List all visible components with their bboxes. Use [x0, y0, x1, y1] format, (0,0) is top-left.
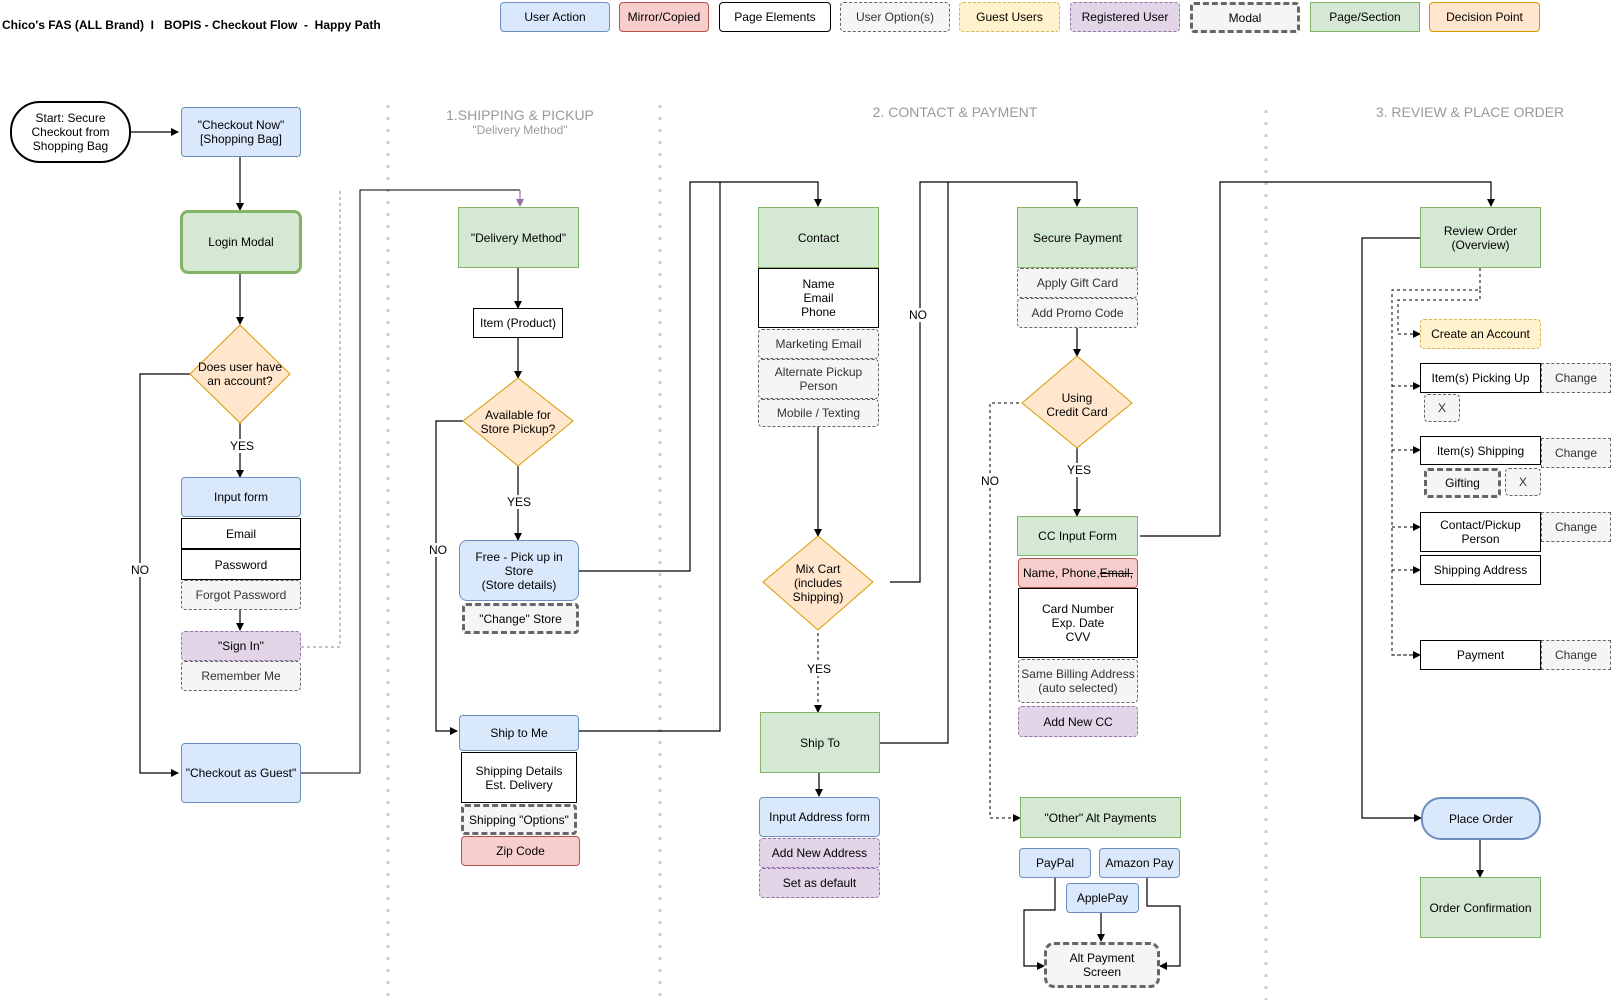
section-header-shipping: 1.SHIPPING & PICKUP — [446, 107, 594, 123]
checkout-now-node: "Checkout Now" [Shopping Bag] — [181, 107, 301, 157]
decision-available-pickup-label: Available for Store Pickup? — [480, 408, 556, 436]
free-pickup-node: Free - Pick up in Store (Store details) — [459, 540, 579, 601]
set-default-node: Set as default — [759, 868, 880, 898]
section-header-review: 3. REVIEW & PLACE ORDER — [1375, 104, 1565, 120]
alternate-pickup-node: Alternate Pickup Person — [758, 359, 879, 399]
decision-has-account-shape — [189, 324, 291, 424]
edge-label-no-cc: NO — [980, 474, 1000, 488]
create-account-node: Create an Account — [1420, 319, 1541, 349]
legend-mirror: Mirror/Copied — [619, 2, 709, 32]
decision-available-pickup-shape — [462, 377, 574, 467]
password-field-node: Password — [181, 549, 301, 580]
gifting-node: Gifting — [1424, 468, 1501, 498]
legend-page-section: Page/Section — [1310, 2, 1420, 32]
marketing-email-node: Marketing Email — [758, 329, 879, 359]
name-phone-email-node: Name, Phone, Email, — [1018, 558, 1138, 588]
edge-label-yes-mix: YES — [806, 662, 833, 676]
edge-label-yes-account: YES — [229, 439, 256, 453]
edge-label-yes-cc: YES — [1066, 463, 1093, 477]
change-contact-node: Change — [1541, 512, 1611, 542]
applepay-node: ApplePay — [1066, 883, 1139, 913]
legend-page-elements: Page Elements — [719, 2, 831, 32]
edge-label-yes-pickup: YES — [506, 495, 533, 509]
item-product-node: Item (Product) — [473, 308, 563, 338]
order-confirmation-node: Order Confirmation — [1420, 877, 1541, 938]
payment-node: Payment — [1420, 640, 1541, 670]
mobile-texting-node: Mobile / Texting — [758, 399, 879, 427]
checkout-guest-node: "Checkout as Guest" — [181, 743, 301, 803]
review-order-node: Review Order (Overview) — [1420, 207, 1541, 268]
decision-mix-cart-shape — [762, 535, 874, 631]
cc-input-form-node: CC Input Form — [1017, 516, 1138, 556]
diagram-title: Chico's FAS (ALL Brand) I BOPIS - Checko… — [2, 18, 381, 32]
remember-me-node: Remember Me — [181, 661, 301, 691]
shipping-address-node: Shipping Address — [1420, 555, 1541, 585]
decision-using-cc-shape — [1021, 355, 1133, 449]
shipping-options-node: Shipping "Options" — [461, 804, 577, 835]
email-field-node: Email — [181, 518, 301, 549]
section-subheader-shipping: "Delivery Method" — [472, 123, 568, 137]
name-email-phone-node: Name Email Phone — [758, 268, 879, 328]
shipping-details-node: Shipping Details Est. Delivery — [461, 752, 577, 803]
start-node: Start: Secure Checkout from Shopping Bag — [10, 101, 131, 163]
sign-in-node: "Sign In" — [181, 631, 301, 661]
contact-pickup-node: Contact/Pickup Person — [1420, 512, 1541, 552]
edge-label-no-pickup: NO — [428, 543, 448, 557]
other-alt-payments-node: "Other" Alt Payments — [1020, 797, 1181, 838]
legend-modal: Modal — [1190, 2, 1300, 33]
card-details-node: Card Number Exp. Date CVV — [1018, 588, 1138, 658]
legend-decision-point: Decision Point — [1429, 2, 1540, 32]
legend-user-action: User Action — [500, 2, 610, 32]
secure-payment-node: Secure Payment — [1017, 207, 1138, 268]
add-promo-code-node: Add Promo Code — [1017, 298, 1138, 328]
change-shipping-items-node: Change — [1541, 438, 1611, 468]
apply-gift-card-node: Apply Gift Card — [1017, 268, 1138, 298]
remove-shipping-node: X — [1505, 468, 1541, 496]
decision-has-account-label: Does user have an account? — [197, 360, 283, 388]
add-new-cc-node: Add New CC — [1018, 706, 1138, 737]
place-order-node: Place Order — [1421, 797, 1541, 840]
remove-pickup-node: X — [1424, 394, 1460, 422]
paypal-node: PayPal — [1019, 848, 1091, 878]
legend-registered-user: Registered User — [1070, 2, 1180, 32]
ship-to-node: Ship To — [760, 712, 880, 773]
email-struck-text: Email, — [1099, 566, 1134, 580]
edge-label-no-mix: NO — [908, 308, 928, 322]
legend-guest-users: Guest Users — [959, 2, 1060, 32]
legend-user-options: User Option(s) — [840, 2, 950, 32]
change-pickup-node: Change — [1541, 363, 1611, 393]
contact-node: Contact — [758, 207, 879, 268]
delivery-method-node: "Delivery Method" — [458, 207, 579, 268]
name-phone-text: Name, Phone, — [1022, 566, 1100, 580]
section-header-contact: 2. CONTACT & PAYMENT — [872, 104, 1038, 120]
change-payment-node: Change — [1541, 640, 1611, 670]
change-store-node: "Change" Store — [462, 603, 579, 634]
input-address-node: Input Address form — [759, 797, 880, 837]
decision-using-cc-label: Using Credit Card — [1046, 391, 1108, 419]
edge-label-no-account: NO — [130, 563, 150, 577]
items-picking-up-node: Item(s) Picking Up — [1420, 363, 1541, 393]
alt-payment-screen-node: Alt Payment Screen — [1044, 942, 1160, 988]
forgot-password-node: Forgot Password — [181, 580, 301, 610]
amazon-pay-node: Amazon Pay — [1099, 848, 1180, 878]
zip-code-node: Zip Code — [461, 836, 580, 866]
ship-to-me-node: Ship to Me — [459, 715, 579, 751]
decision-mix-cart-label: Mix Cart (includes Shipping) — [792, 562, 844, 604]
section-dividers — [386, 105, 1268, 1000]
items-shipping-node: Item(s) Shipping — [1420, 436, 1541, 465]
login-modal-node: Login Modal — [180, 210, 302, 274]
add-new-address-node: Add New Address — [759, 838, 880, 868]
input-form-node: Input form — [181, 477, 301, 517]
same-billing-node: Same Billing Address (auto selected) — [1018, 659, 1138, 703]
